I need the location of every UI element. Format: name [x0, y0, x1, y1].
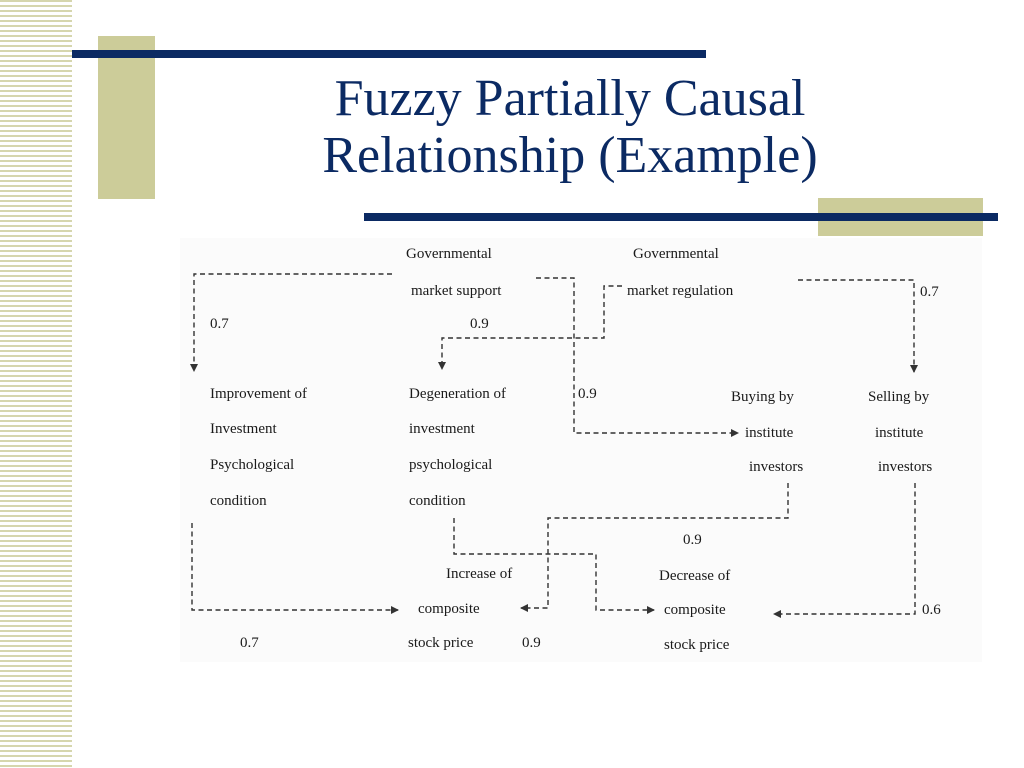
node-text: stock price — [664, 637, 730, 653]
weight-label: 0.6 — [922, 602, 941, 618]
node-text: Governmental — [406, 246, 492, 262]
node-buying-by-institute-investors: Buying by institute investors — [731, 389, 803, 475]
node-text: market regulation — [627, 283, 734, 299]
edge-buying-to-increase — [520, 483, 789, 612]
node-degeneration-of-investment: Degeneration of investment psychological… — [409, 386, 506, 509]
accent-block-top — [98, 36, 155, 199]
node-text: Governmental — [633, 246, 719, 262]
weight-label: 0.9 — [578, 386, 597, 402]
node-text: investors — [878, 459, 932, 475]
node-text: composite — [418, 601, 480, 617]
slide-title: Fuzzy Partially Causal Relationship (Exa… — [200, 70, 940, 184]
node-text: condition — [210, 493, 267, 509]
node-text: Psychological — [210, 457, 294, 473]
edge-regulation-to-selling — [798, 279, 918, 373]
node-governmental-market-support: Governmental market support — [406, 246, 502, 299]
edge-selling-to-decrease — [773, 483, 916, 618]
weight-label: 0.7 — [920, 284, 939, 300]
node-text: Decrease of — [659, 568, 730, 584]
node-text: institute — [875, 425, 924, 441]
node-text: Selling by — [868, 389, 930, 405]
node-text: institute — [745, 425, 794, 441]
node-text: investors — [749, 459, 803, 475]
edge-support-to-improvement — [190, 273, 392, 372]
slide-title-line-1: Fuzzy Partially Causal — [334, 70, 806, 127]
weight-label: 0.7 — [240, 635, 259, 651]
decorative-stripe-bar — [0, 0, 72, 768]
weight-label: 0.9 — [522, 635, 541, 651]
causal-diagram-svg: Governmental market support Governmental… — [190, 246, 941, 653]
weight-label: 0.7 — [210, 316, 229, 332]
slide-title-line-2: Relationship (Example) — [322, 127, 818, 184]
node-increase-of-composite-stock-price: Increase of composite stock price — [408, 566, 512, 651]
title-rule-bottom — [364, 213, 998, 221]
weight-label: 0.9 — [683, 532, 702, 548]
node-text: Investment — [210, 421, 277, 437]
node-text: Increase of — [446, 566, 512, 582]
causal-diagram: Governmental market support Governmental… — [180, 238, 982, 662]
edge-regulation-to-degeneration — [438, 285, 622, 370]
node-text: market support — [411, 283, 502, 299]
node-selling-by-institute-investors: Selling by institute investors — [868, 389, 932, 475]
node-text: condition — [409, 493, 466, 509]
edge-improvement-to-increase — [191, 523, 399, 614]
node-improvement-of-investment: Improvement of Investment Psychological … — [210, 386, 307, 509]
node-text: stock price — [408, 635, 474, 651]
node-decrease-of-composite-stock-price: Decrease of composite stock price — [659, 568, 730, 653]
weight-label: 0.9 — [470, 316, 489, 332]
edge-degeneration-to-decrease — [453, 518, 655, 614]
node-text: investment — [409, 421, 476, 437]
node-text: Degeneration of — [409, 386, 506, 402]
node-text: psychological — [409, 457, 492, 473]
node-text: Improvement of — [210, 386, 307, 402]
node-governmental-market-regulation: Governmental market regulation — [627, 246, 734, 299]
node-text: composite — [664, 602, 726, 618]
node-text: Buying by — [731, 389, 794, 405]
title-rule-top — [72, 50, 706, 58]
edge-support-to-buying — [536, 277, 739, 437]
